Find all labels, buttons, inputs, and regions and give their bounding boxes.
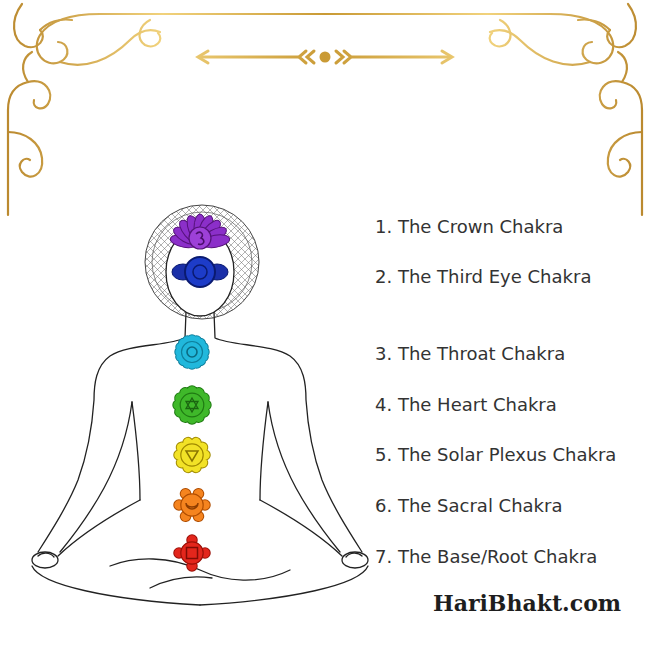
ornament-chevron [299, 51, 314, 63]
figure-outline [32, 228, 368, 605]
halo-mandala [145, 205, 259, 319]
chakra-list-item: 1. The Crown Chakra [375, 216, 563, 238]
chakra-list-item: 6. The Sacral Chakra [375, 495, 562, 517]
gold-ornament [8, 4, 642, 215]
chakra-list-item: 2. The Third Eye Chakra [375, 266, 591, 288]
body-half [200, 312, 368, 605]
ornament-arrowhead [198, 51, 208, 63]
ornament-chevron [336, 51, 351, 63]
third-eye-chakra [172, 257, 228, 287]
halo-mesh [145, 205, 259, 319]
crossed-foot [150, 577, 212, 588]
halo-ring [145, 205, 259, 319]
solar-plexus-chakra [179, 442, 205, 468]
corner-scroll [490, 4, 642, 215]
head [166, 228, 234, 316]
throat-chakra [180, 340, 204, 364]
heart-chakra [178, 391, 205, 418]
ornament-line [352, 56, 450, 59]
center-ornament [198, 51, 452, 63]
chakra-list-item: 7. The Base/Root Chakra [375, 546, 597, 568]
corner-scroll [8, 4, 160, 215]
top-border-line [100, 13, 550, 15]
crown-chakra [169, 214, 230, 250]
watermark: HariBhakt.com [433, 590, 621, 616]
ornament-line [200, 56, 298, 59]
ornament-arrowhead [442, 51, 452, 63]
root-chakra [179, 540, 205, 566]
chakra-list-item: 3. The Throat Chakra [375, 343, 565, 365]
sacral-chakra [179, 492, 205, 518]
chakra-list-item: 4. The Heart Chakra [375, 394, 557, 416]
ornament-dot [321, 53, 329, 61]
chakra-list-item: 5. The Solar Plexus Chakra [375, 444, 616, 466]
